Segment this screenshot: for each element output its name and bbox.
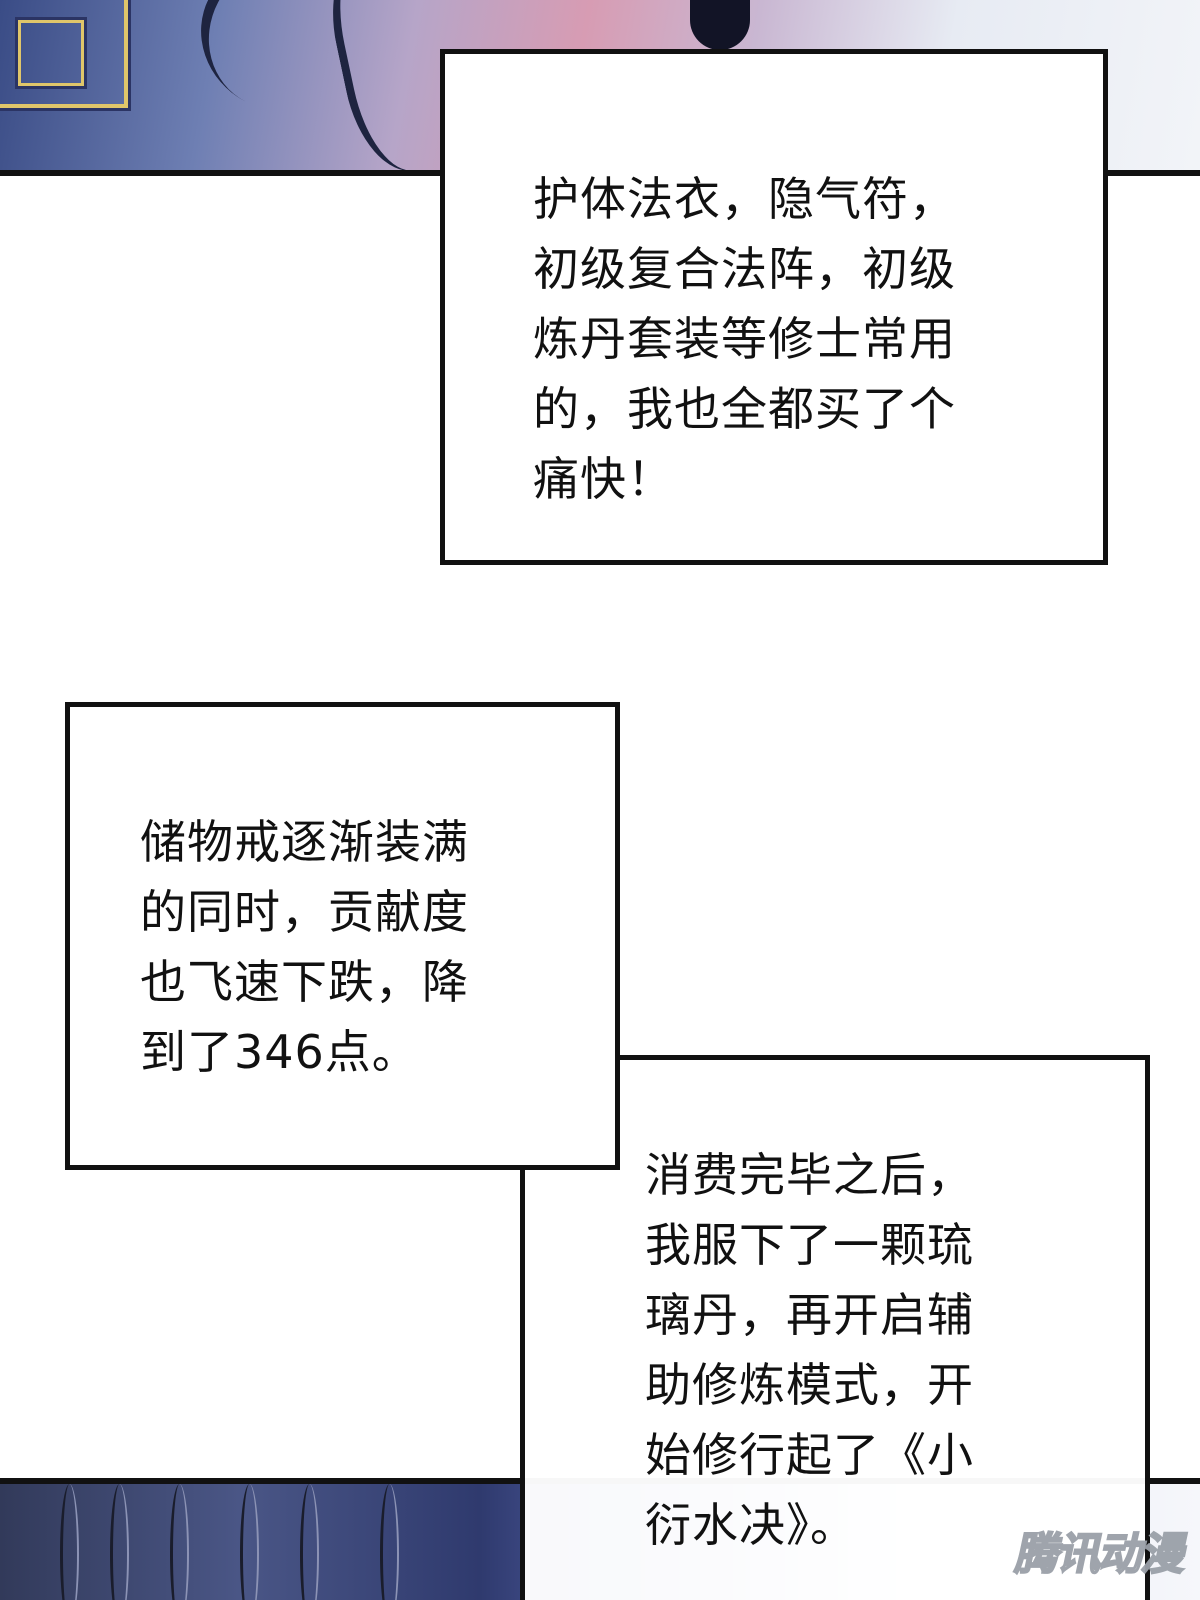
caption-line: 始修行起了《小 — [645, 1428, 974, 1482]
narration-caption-box: 护体法衣，隐气符， 初级复合法阵，初级 炼丹套装等修士常用 的，我也全都买了个 … — [440, 49, 1108, 565]
caption-line: 护体法衣，隐气符， — [533, 172, 956, 226]
caption-line: 衍水决》。 — [645, 1498, 857, 1552]
caption-line: 璃丹，再开启辅 — [645, 1288, 974, 1342]
narration-caption-box: 消费完毕之后， 我服下了一颗琉 璃丹，再开启辅 助修炼模式，开 始修行起了《小 … — [520, 1055, 1150, 1600]
caption-line: 也飞速下跌，降 — [140, 955, 469, 1009]
publisher-watermark-logo: 腾讯动漫 — [1011, 1528, 1192, 1581]
narration-caption-box: 储物戒逐渐装满 的同时，贡献度 也飞速下跌，降 到了346点。 — [65, 702, 620, 1170]
caption-line: 炼丹套装等修士常用 — [533, 312, 956, 366]
caption-line: 助修炼模式，开 — [645, 1358, 974, 1412]
hair-strand-shape — [60, 1484, 79, 1600]
hair-strand-shape — [300, 1484, 319, 1600]
hair-strand-shape — [170, 1484, 189, 1600]
caption-line: 储物戒逐渐装满 — [140, 815, 469, 869]
caption-line: 痛快！ — [533, 452, 674, 506]
caption-line: 的同时，贡献度 — [140, 885, 469, 939]
hair-strand-shape — [380, 1484, 399, 1600]
caption-line: 的，我也全都买了个 — [533, 382, 956, 436]
caption-line: 消费完毕之后， — [645, 1148, 974, 1202]
caption-line: 初级复合法阵，初级 — [533, 242, 956, 296]
caption-line: 到了346点。 — [140, 1025, 419, 1079]
dark-silhouette-shape — [690, 0, 750, 50]
ornament-frame — [0, 0, 128, 108]
ornament-frame-inner — [18, 20, 84, 86]
hair-strand-shape — [240, 1484, 259, 1600]
caption-line: 我服下了一颗琉 — [645, 1218, 974, 1272]
hair-strand-shape — [110, 1484, 129, 1600]
